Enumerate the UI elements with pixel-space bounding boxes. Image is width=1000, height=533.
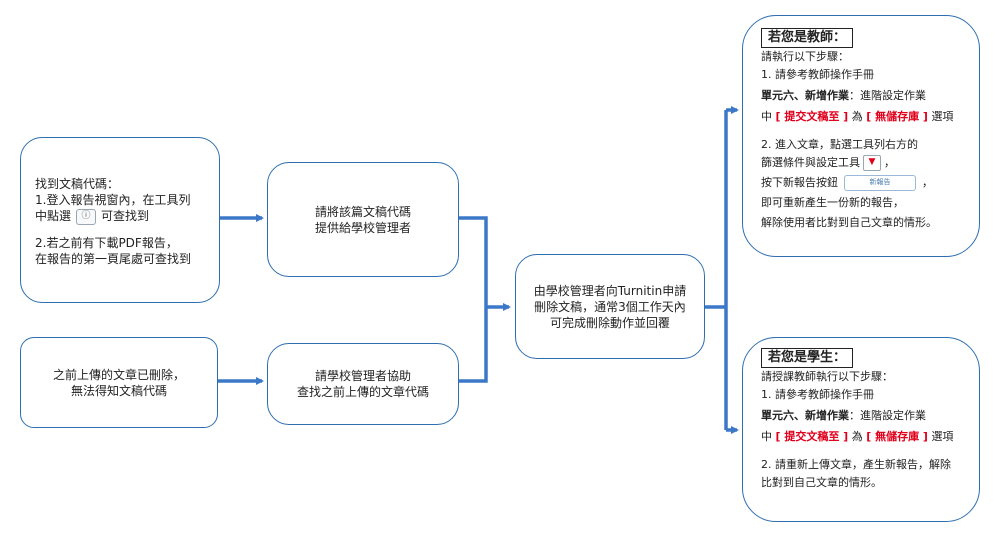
find-code-step2-cont: 在報告的第一頁尾處可查找到 [35, 251, 192, 266]
new-report-button-icon: 新報告 [844, 175, 916, 191]
deleted-article-box: 之前上傳的文章已刪除， 無法得知文稿代碼 [20, 337, 218, 428]
teacher-new-report-line: 按下新報告按鈕新報告， [761, 175, 933, 191]
student-step2-cont: 比對到自己文章的情形。 [761, 476, 882, 489]
teacher-step1: 1. 請參考教師操作手冊 [761, 68, 874, 81]
find-code-step1: 1.登入報告視窗內，在工具列 [35, 193, 191, 207]
deleted-line1: 之前上傳的文章已刪除， [52, 367, 185, 382]
student-intro: 請授課教師執行以下步驟： [761, 370, 893, 383]
admin-request-box: 由學校管理者向Turnitin申請 刪除文稿，通常3個工作天內 可完成刪除動作並… [515, 254, 705, 359]
student-header: 若您是學生： [761, 348, 854, 368]
teacher-result-cont: 解除使用者比對到自己文章的情形。 [761, 216, 937, 229]
info-icon: ⓘ [76, 208, 97, 225]
assist-line2: 查找之前上傳的文章代碼 [296, 385, 429, 399]
provide-line1: 請將該篇文稿代碼 [314, 204, 411, 219]
provide-code-box: 請將該篇文稿代碼 提供給學校管理者 [267, 162, 459, 277]
teacher-option: 中 [ 提交文稿至 ] 為 [ 無儲存庫 ] 選項 [761, 110, 954, 123]
teacher-filter-line: 篩選條件與設定工具▼， [761, 155, 895, 171]
admin-assist-box: 請學校管理者協助 查找之前上傳的文章代碼 [267, 343, 459, 425]
teacher-intro: 請執行以下步驟： [761, 50, 849, 63]
teacher-result: 即可重新產生一份新的報告， [761, 196, 904, 209]
student-unit: 單元六、新增作業：進階設定作業 [761, 409, 926, 422]
teacher-step2: 2. 進入文章，點選工具列右方的 [761, 138, 918, 151]
admin-line2: 刪除文稿，通常3個工作天內 [534, 299, 686, 314]
admin-line3: 可完成刪除動作並回覆 [549, 315, 670, 330]
student-box: 若您是學生： 請授課教師執行以下步驟： 1. 請參考教師操作手冊 單元六、新增作… [742, 337, 980, 522]
student-option: 中 [ 提交文稿至 ] 為 [ 無儲存庫 ] 選項 [761, 430, 954, 443]
deleted-line2: 無法得知文稿代碼 [70, 383, 167, 398]
filter-dropdown-icon: ▼ [863, 155, 881, 171]
student-step1: 1. 請參考教師操作手冊 [761, 388, 874, 401]
teacher-header: 若您是教師： [761, 28, 854, 48]
connector-provide-to-admin [459, 216, 488, 307]
connector-assist-to-admin [459, 307, 488, 383]
find-code-step2: 2.若之前有下載PDF報告， [35, 235, 178, 250]
find-code-title: 找到文稿代碼： [35, 177, 120, 191]
provide-line2: 提供給學校管理者 [314, 220, 411, 235]
student-step2: 2. 請重新上傳文章，產生新報告，解除 [761, 458, 951, 471]
teacher-box: 若您是教師： 請執行以下步驟： 1. 請參考教師操作手冊 單元六、新增作業：進階… [742, 15, 980, 257]
admin-line1: 由學校管理者向Turnitin申請 [533, 283, 687, 298]
teacher-unit: 單元六、新增作業：進階設定作業 [761, 89, 926, 102]
assist-line1: 請學校管理者協助 [314, 369, 411, 383]
